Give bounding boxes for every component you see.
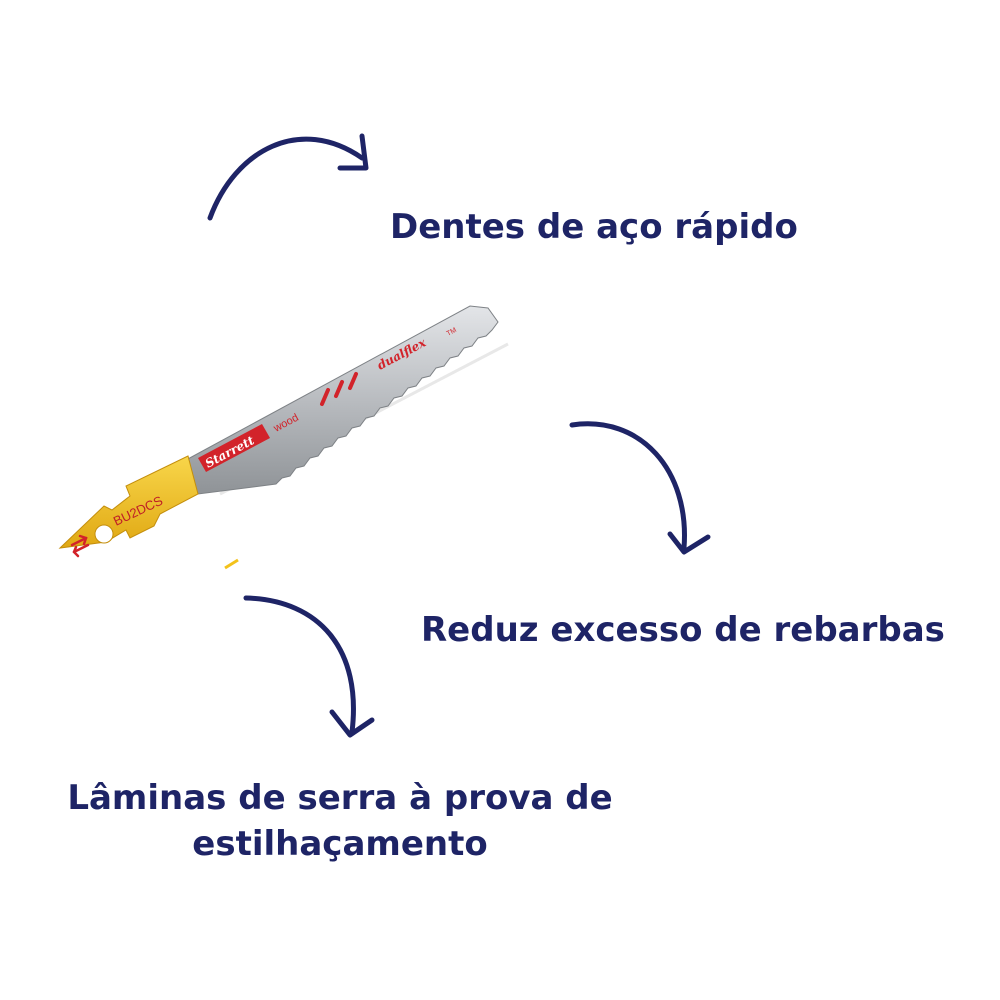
blade-steel bbox=[185, 305, 499, 495]
direction-arrows-icon bbox=[70, 534, 90, 558]
blade-trademark: TM bbox=[446, 327, 458, 338]
feature-teeth-caption: Dentes de aço rápido bbox=[390, 207, 798, 247]
blade-label-band bbox=[198, 424, 270, 472]
feature-burr-caption: Reduz excesso de rebarbas bbox=[421, 610, 945, 650]
arrow-icon bbox=[243, 595, 375, 738]
blade-shank bbox=[58, 455, 199, 549]
arrow-icon bbox=[569, 421, 711, 555]
arrow-icon bbox=[207, 133, 369, 221]
blade-stripes bbox=[320, 372, 358, 406]
shank-hole bbox=[94, 524, 114, 544]
feature-shatter-line-1: Lâminas de serra à prova de bbox=[67, 778, 613, 818]
feature-shatter-caption: Lâminas de serra à prova de estilhaçamen… bbox=[60, 776, 620, 868]
feature-shatter-line-2: estilhaçamento bbox=[192, 823, 488, 864]
